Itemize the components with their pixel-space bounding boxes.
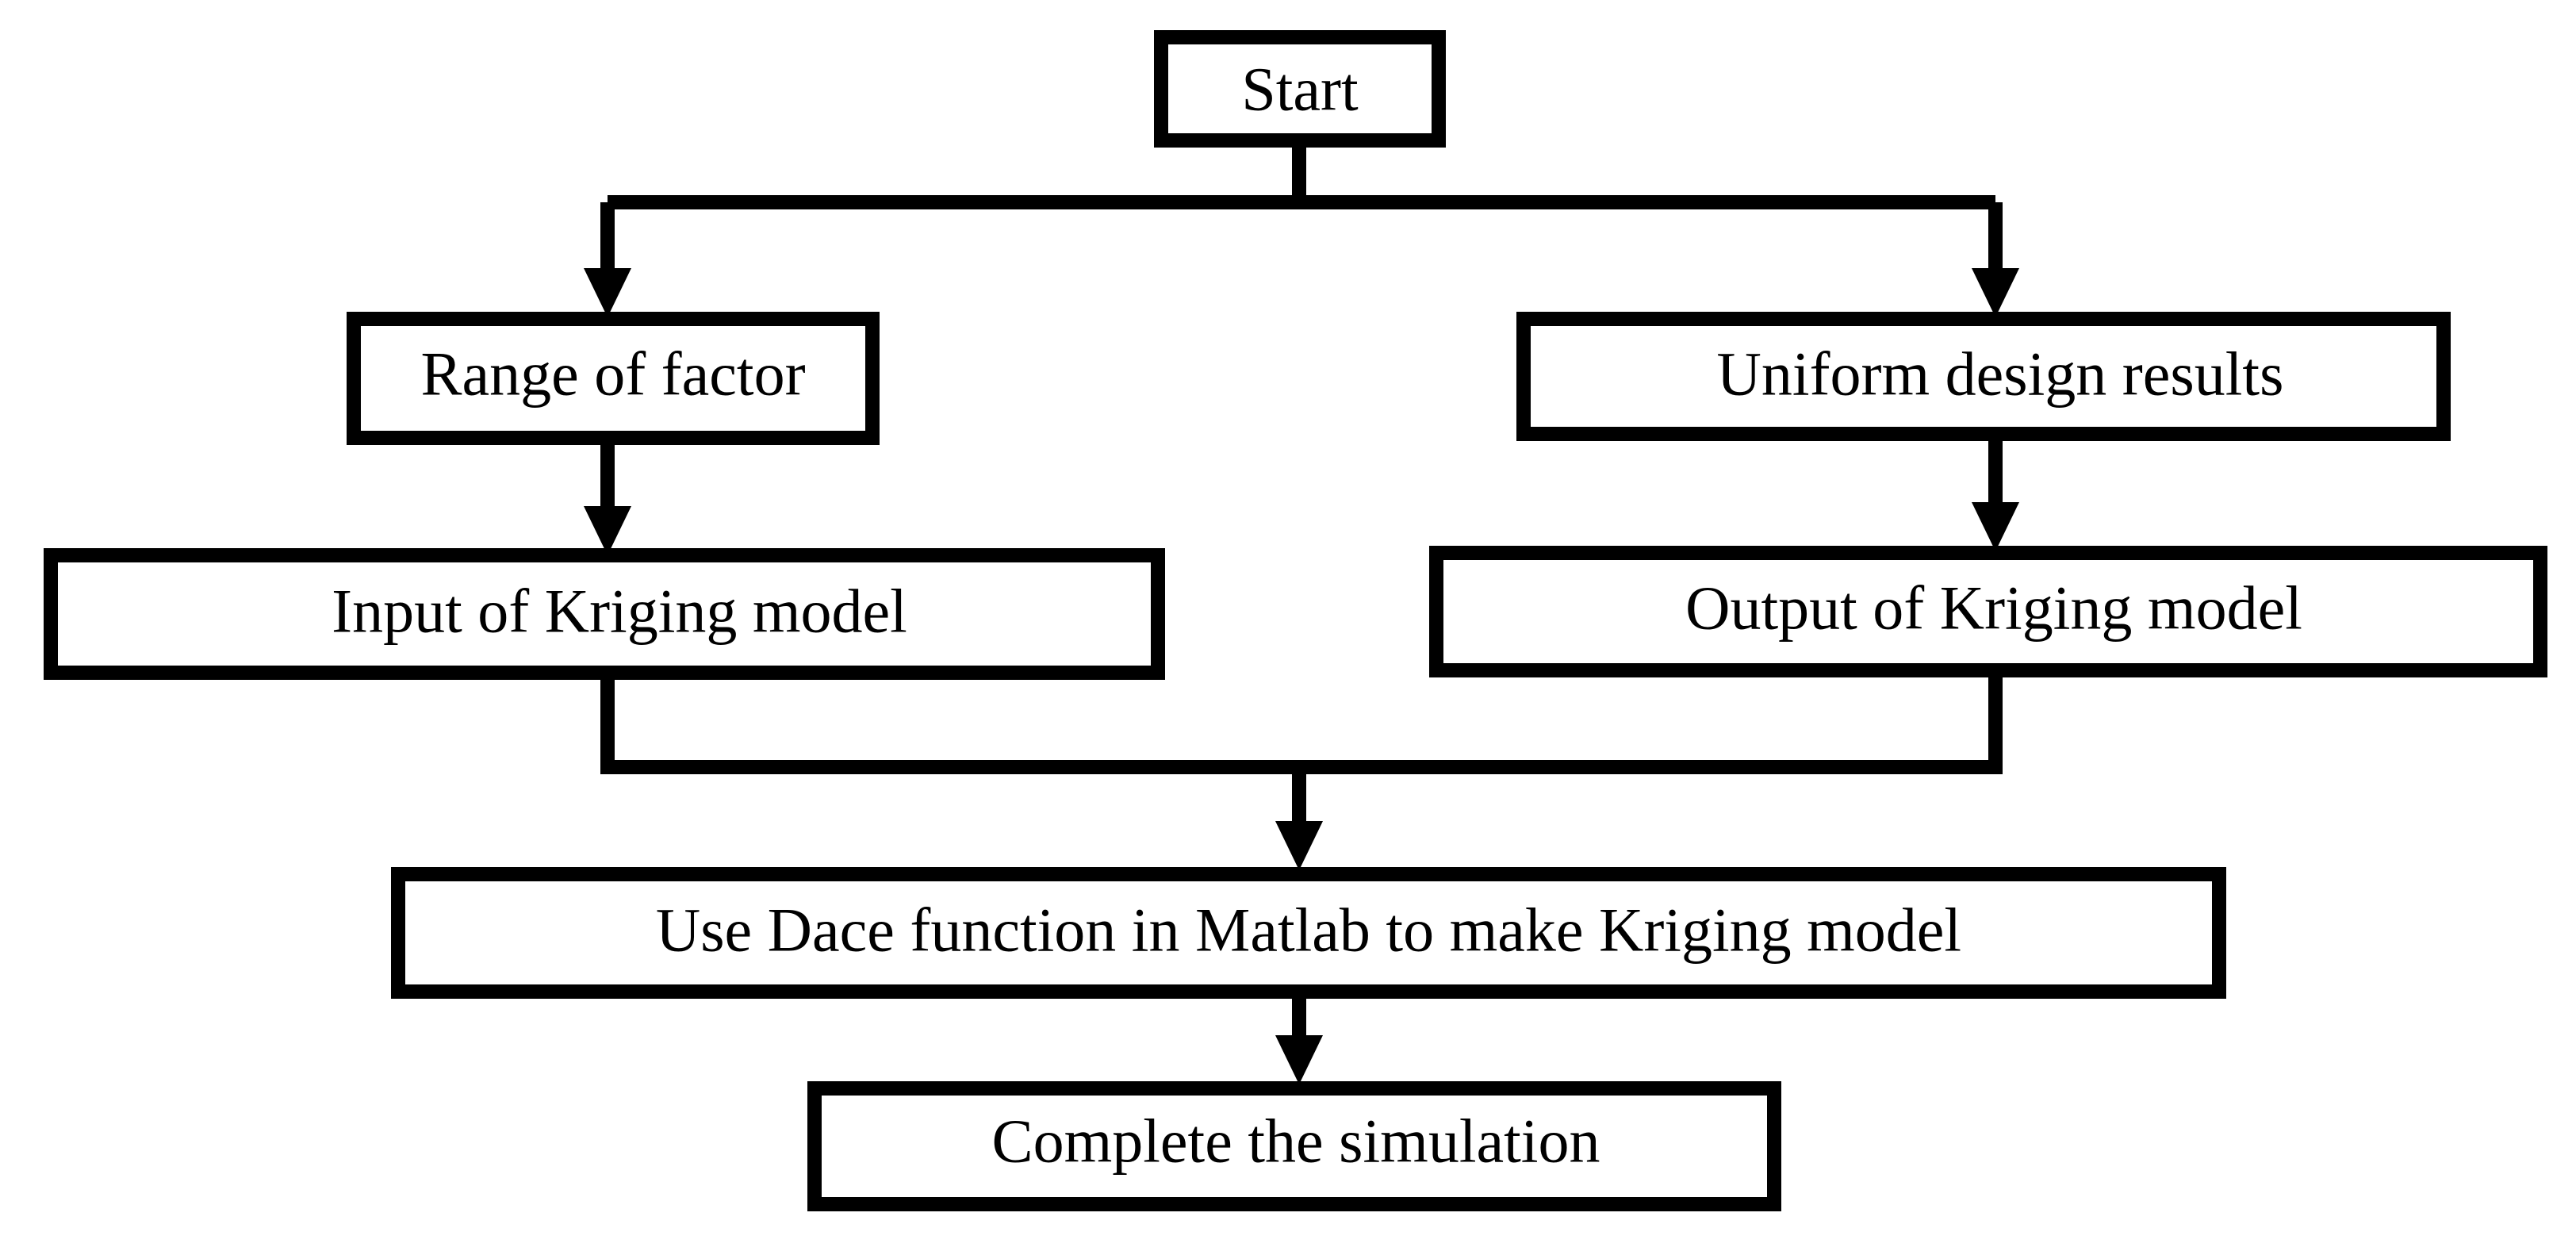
node-uniform-design-results-label: Uniform design results (1717, 340, 2284, 409)
arrowhead-dace (1275, 821, 1323, 870)
node-output-of-kriging-model: Output of Kriging model (1429, 546, 2547, 677)
node-uniform-design-results: Uniform design results (1516, 312, 2451, 441)
node-input-of-kriging-model: Input of Kriging model (44, 548, 1165, 680)
node-start: Start (1154, 30, 1446, 148)
node-input-of-kriging-model-box (44, 548, 1165, 680)
arrowhead-range-of-factor (584, 268, 631, 317)
node-start-label: Start (1241, 55, 1359, 124)
node-uniform-design-results-box (1516, 312, 2451, 441)
node-complete-simulation-label: Complete the simulation (992, 1107, 1600, 1176)
connectors (584, 147, 2019, 1084)
node-use-dace-function-box (391, 867, 2226, 999)
arrowhead-output-kriging (1972, 502, 2019, 551)
connector-input-to-merge (600, 674, 1299, 774)
node-output-of-kriging-model-box (1429, 546, 2547, 677)
node-use-dace-function-label: Use Dace function in Matlab to make Krig… (656, 896, 1961, 965)
node-complete-simulation-box (807, 1081, 1781, 1211)
arrowhead-input-kriging (584, 506, 631, 555)
node-range-of-factor-box (347, 312, 880, 445)
node-input-of-kriging-model-label: Input of Kriging model (332, 577, 907, 646)
connector-output-to-merge (1299, 674, 2003, 774)
node-use-dace-function: Use Dace function in Matlab to make Krig… (391, 867, 2226, 999)
arrowhead-complete (1275, 1035, 1323, 1084)
node-start-box (1154, 30, 1446, 148)
node-range-of-factor: Range of factor (347, 312, 880, 445)
node-range-of-factor-label: Range of factor (420, 340, 805, 409)
node-complete-simulation: Complete the simulation (807, 1081, 1781, 1211)
node-output-of-kriging-model-label: Output of Kriging model (1685, 574, 2302, 643)
arrowhead-uniform-design (1972, 268, 2019, 317)
